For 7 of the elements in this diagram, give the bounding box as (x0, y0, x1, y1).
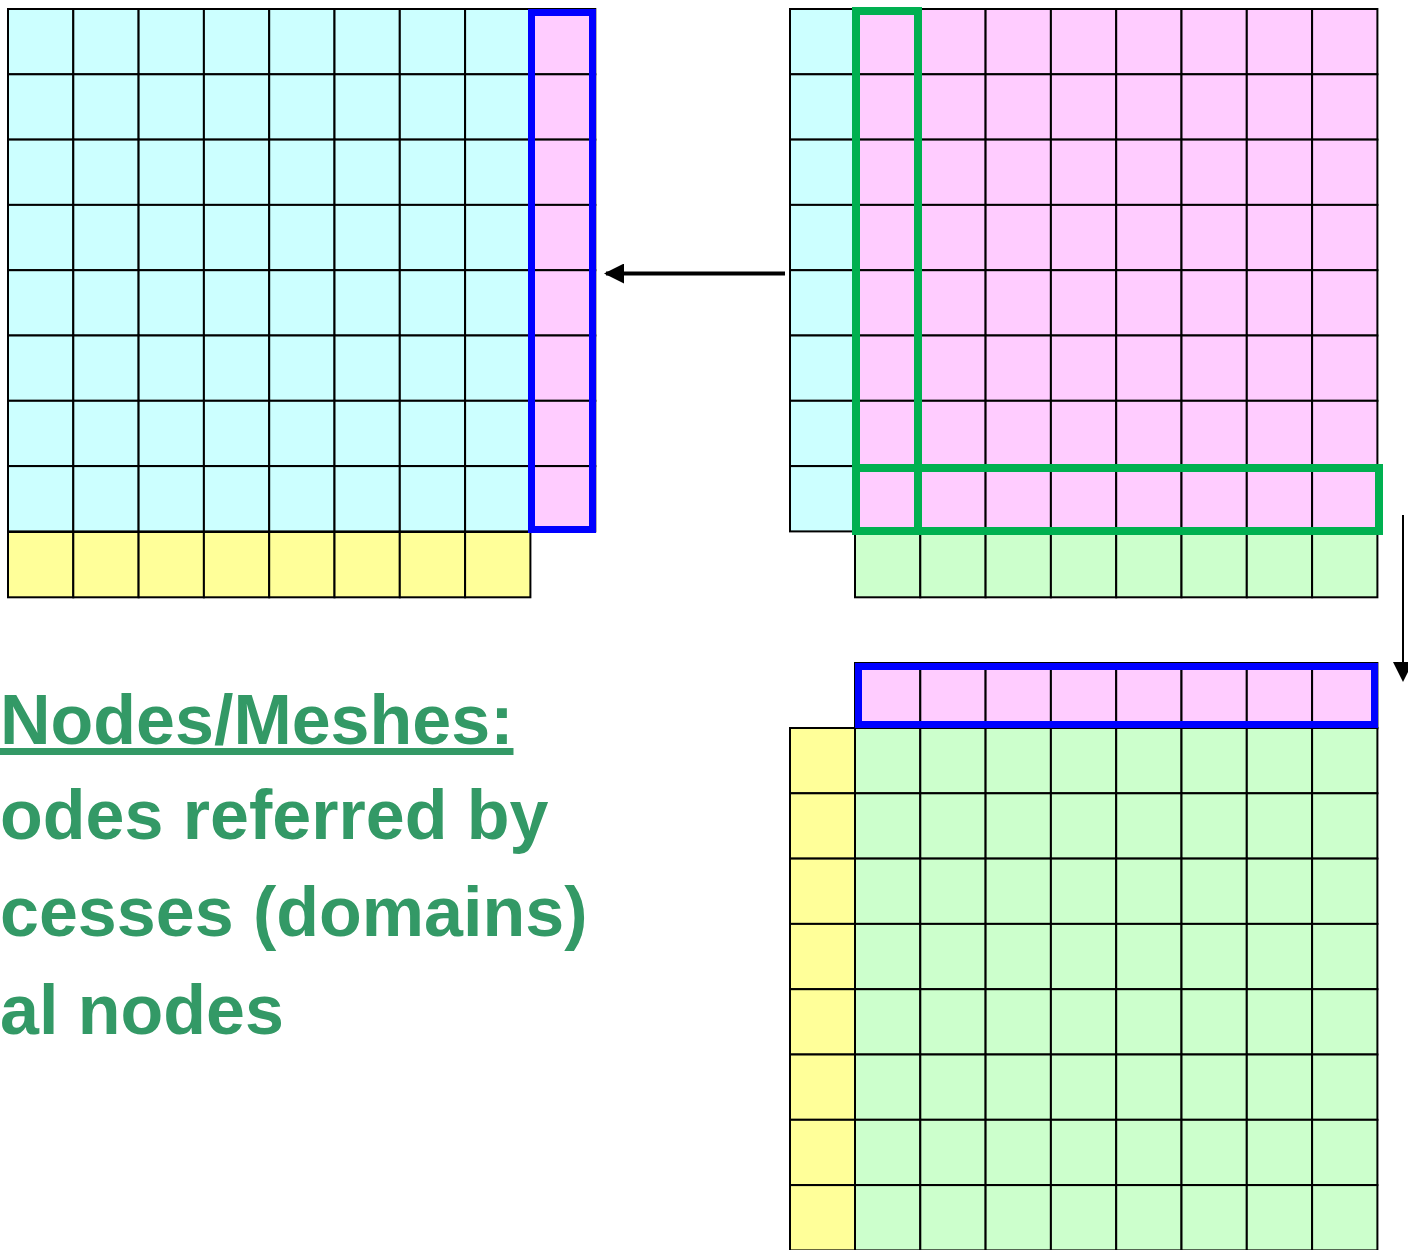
arrow (604, 263, 785, 284)
arrow (1393, 514, 1408, 682)
mesh-grid-drawing (8, 9, 596, 598)
note-text: odes referred by cesses (domains) (0, 775, 589, 953)
heading: Nodes/Meshes: (0, 680, 514, 761)
note-text: al nodes (0, 970, 284, 1051)
mesh-grid-drawing (790, 7, 1384, 598)
